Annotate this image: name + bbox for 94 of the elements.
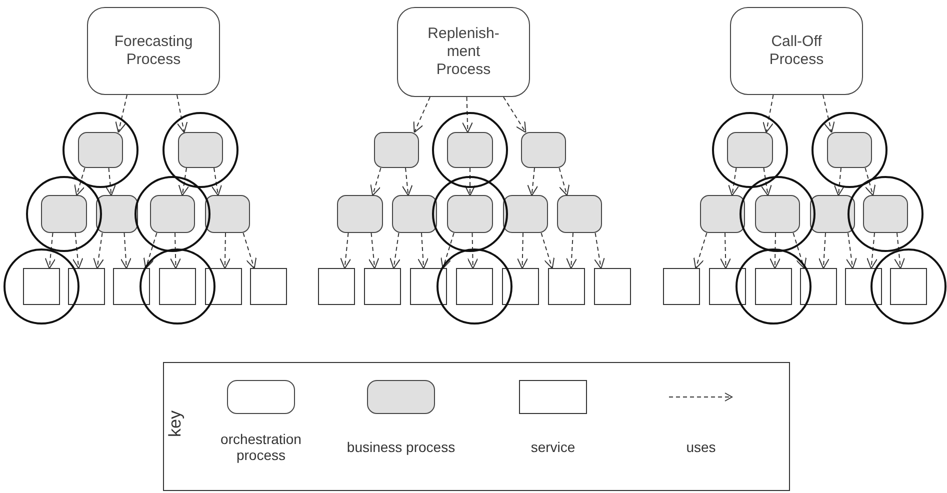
business-process-box — [96, 195, 138, 233]
dashed-arrow — [770, 232, 781, 269]
service-box — [159, 268, 196, 305]
dashed-arrow — [720, 232, 732, 269]
process-name: Replenish- ment Process — [426, 25, 500, 79]
service-box — [364, 268, 401, 305]
dashed-arrow — [516, 232, 528, 269]
dashed-arrow — [761, 168, 772, 196]
service-box — [68, 268, 105, 305]
orchestration-process-box — [87, 7, 220, 95]
dashed-arrow — [846, 232, 857, 269]
business-process-box — [521, 132, 566, 168]
service-box — [845, 268, 882, 305]
service-box — [456, 268, 493, 305]
orchestration-process-box — [730, 7, 863, 95]
service-box — [205, 268, 242, 305]
business-process-box — [447, 132, 493, 168]
dashed-arrow — [176, 94, 188, 133]
dashed-arrow — [440, 232, 454, 269]
dashed-arrow — [340, 232, 352, 269]
service-box — [548, 268, 585, 305]
business-process-box — [810, 195, 855, 233]
dashed-arrow — [368, 232, 380, 269]
orchestration-process-box — [397, 7, 530, 97]
dashed-arrow — [104, 168, 116, 196]
dashed-arrow — [211, 168, 222, 196]
service-box — [23, 268, 60, 305]
business-process-box — [755, 195, 800, 233]
business-process-box — [557, 195, 602, 233]
dashed-arrow — [413, 96, 430, 133]
dashed-arrow — [178, 168, 190, 196]
business-process-box — [178, 132, 223, 168]
dashed-arrow — [44, 232, 56, 269]
dashed-arrow — [566, 232, 578, 269]
process-name: Call-Off Process — [768, 33, 825, 69]
legend-text: uses — [685, 438, 717, 456]
dashed-arrow — [894, 232, 905, 269]
business-process-box — [205, 195, 250, 233]
business-process-box — [78, 132, 123, 168]
dashed-arrow — [822, 94, 835, 133]
service-box — [663, 268, 700, 305]
business-process-box — [374, 132, 419, 168]
dashed-arrow — [792, 232, 807, 269]
service-box — [755, 268, 792, 305]
dashed-arrow — [693, 232, 708, 269]
legend-text: orchestration process — [220, 430, 302, 464]
dashed-arrow — [93, 232, 104, 269]
legend-title: key — [164, 410, 186, 437]
dashed-arrow — [818, 232, 830, 269]
legend-text: business process — [346, 438, 456, 456]
legend-text: service — [530, 438, 576, 456]
dashed-arrow — [418, 232, 429, 269]
dashed-arrow — [220, 232, 231, 269]
dashed-arrow — [115, 94, 128, 133]
business-process-box — [150, 195, 195, 233]
service-box — [410, 268, 447, 305]
dashed-arrow — [834, 168, 845, 196]
dashed-arrow — [143, 232, 158, 269]
dashed-arrow — [74, 168, 86, 196]
business-process-box — [827, 132, 872, 168]
service-box — [890, 268, 927, 305]
dashed-arrow — [370, 168, 382, 196]
dashed-arrow — [527, 168, 538, 196]
service-box — [709, 268, 746, 305]
dashed-arrow — [462, 96, 473, 133]
service-box — [594, 268, 631, 305]
service-box — [800, 268, 837, 305]
service-box — [250, 268, 287, 305]
business-process-box — [447, 195, 493, 233]
service-box — [318, 268, 355, 305]
dashed-arrow — [503, 96, 526, 133]
business-process-box — [41, 195, 87, 233]
business-process-box — [700, 195, 745, 233]
service-box — [113, 268, 150, 305]
business-process-box — [337, 195, 383, 233]
dashed-arrow — [594, 232, 605, 269]
dashed-arrow — [866, 232, 878, 269]
dashed-arrow — [728, 168, 739, 196]
business-process-box — [392, 195, 437, 233]
dashed-arrow — [402, 168, 413, 196]
dashed-arrow — [540, 232, 555, 269]
dashed-arrow — [558, 168, 570, 196]
process-name: Forecasting Process — [113, 33, 194, 69]
dashed-arrow — [467, 232, 478, 269]
dashed-arrow — [242, 232, 257, 269]
business-process-box — [863, 195, 908, 233]
business-process-box — [727, 132, 773, 168]
dashed-arrow — [170, 232, 182, 269]
business-process-box — [503, 195, 548, 233]
dashed-arrow — [390, 232, 400, 269]
dashed-arrow — [762, 94, 774, 133]
dashed-arrow — [120, 232, 132, 269]
dashed-arrow — [72, 232, 84, 269]
service-box — [502, 268, 539, 305]
